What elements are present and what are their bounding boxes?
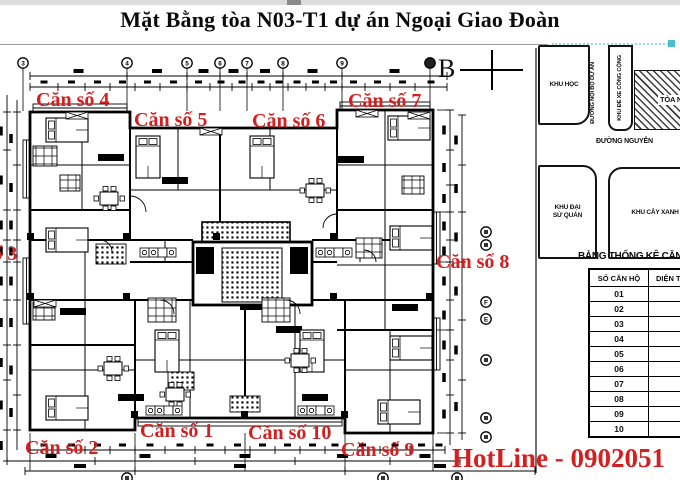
table-title: BẢNG THỐNG KÊ CĂN HỘ	[578, 251, 680, 262]
svg-text:4: 4	[125, 60, 129, 67]
dimension-annotations: 3 4 5 6 7 8 9F E	[0, 48, 537, 480]
table-cell: 104	[648, 316, 680, 332]
table-row: 0295,	[588, 301, 680, 317]
table-cell: 09	[588, 406, 649, 422]
site-map: KHU HỌC ĐƯỜNG NỘI BỘ DỰ ÁN KHU ĐỂ XE CÔN…	[538, 45, 680, 259]
svg-text:3: 3	[21, 60, 25, 67]
table-cell: 95,	[648, 301, 680, 317]
svg-text:7: 7	[245, 60, 249, 67]
apartment-label-7: Căn số 7	[348, 90, 422, 112]
table-row: 0795,	[588, 376, 680, 392]
table-cell: 103	[648, 346, 680, 362]
svg-text:8: 8	[281, 60, 285, 67]
table-cell: 95,	[648, 406, 680, 422]
apartment-label-9: Căn số 9	[341, 439, 415, 461]
table-cell: 04	[588, 331, 649, 347]
site-block-embassy: KHU ĐẠI SỨ QUÁN	[538, 165, 597, 259]
table-cell: 01	[588, 286, 649, 302]
apartment-label-6: Căn số 6	[252, 110, 326, 132]
table-cell: 104	[648, 391, 680, 407]
table-row: 05103	[588, 346, 680, 362]
top-strip	[0, 0, 680, 5]
teal-marker	[668, 40, 675, 47]
page-title: Mặt Bằng tòa N03-T1 dự án Ngoại Giao Đoà…	[120, 7, 560, 32]
site-block-school: KHU HỌC	[538, 45, 590, 125]
apartment-label-2: Căn số 2	[25, 437, 99, 459]
svg-text:5: 5	[185, 60, 189, 67]
table-cell: 103	[648, 286, 680, 302]
crosshair-icon	[460, 50, 523, 90]
svg-text:E: E	[484, 316, 489, 323]
table-row: 0995,	[588, 406, 680, 422]
site-block-tower: TÒA N03	[634, 70, 680, 130]
apartment-label-4: Căn số 4	[36, 89, 110, 111]
table-row: 0495,	[588, 331, 680, 347]
hotline-text: HotLine - 0902051	[452, 443, 665, 473]
site-block-parking: KHU ĐỂ XE CÔNG CỘNG	[608, 45, 633, 131]
table-row: 01103	[588, 286, 680, 302]
apartment-label-3: Căn số 3	[0, 243, 18, 265]
top-smudge	[287, 0, 301, 5]
statistics-panel: BẢNG THỐNG KÊ CĂN HỘ SỐ CĂN HỘ DIỆN TÍCH…	[578, 251, 680, 438]
table-header-area: DIỆN TÍCH	[648, 268, 680, 287]
table-cell: 06	[588, 361, 649, 377]
apartment-label-8: Căn số 8	[436, 251, 510, 273]
table-cell: 10	[588, 421, 649, 438]
table-cell: 95,	[648, 331, 680, 347]
table-cell: 03	[588, 316, 649, 332]
table-row: 06103	[588, 361, 680, 377]
table-cell: 103	[648, 361, 680, 377]
apartment-table: SỐ CĂN HỘ DIỆN TÍCH 01103 0295, 03104 04…	[588, 268, 680, 438]
table-row: 08104	[588, 391, 680, 407]
table-cell: 103	[648, 421, 680, 438]
table-cell: 95,	[648, 376, 680, 392]
apartment-label-5: Căn số 5	[134, 109, 208, 131]
table-row: 10103	[588, 421, 680, 438]
teal-dashed-line	[552, 43, 672, 45]
table-cell: 07	[588, 376, 649, 392]
site-block-green-area: KHU CÂY XANH	[608, 167, 680, 259]
table-cell: 08	[588, 391, 649, 407]
title-divider	[0, 44, 548, 45]
site-internal-road-label: ĐƯỜNG NỘI BỘ DỰ ÁN	[590, 62, 596, 124]
table-header-row: SỐ CĂN HỘ DIỆN TÍCH	[588, 268, 680, 287]
north-direction-label: B	[438, 54, 456, 83]
site-main-road-label: ĐƯỜNG NGUYỄN	[596, 138, 653, 145]
table-row: 03104	[588, 316, 680, 332]
apartment-label-10: Căn số 10	[248, 422, 332, 444]
svg-text:6: 6	[218, 60, 222, 67]
table-cell: 02	[588, 301, 649, 317]
apartment-label-1: Căn số 1	[140, 420, 214, 442]
table-header-unit: SỐ CĂN HỘ	[588, 268, 649, 287]
site-block-school-label: KHU HỌC	[549, 80, 579, 88]
table-cell: 05	[588, 346, 649, 362]
svg-text:9: 9	[340, 60, 344, 67]
svg-text:F: F	[484, 299, 488, 306]
